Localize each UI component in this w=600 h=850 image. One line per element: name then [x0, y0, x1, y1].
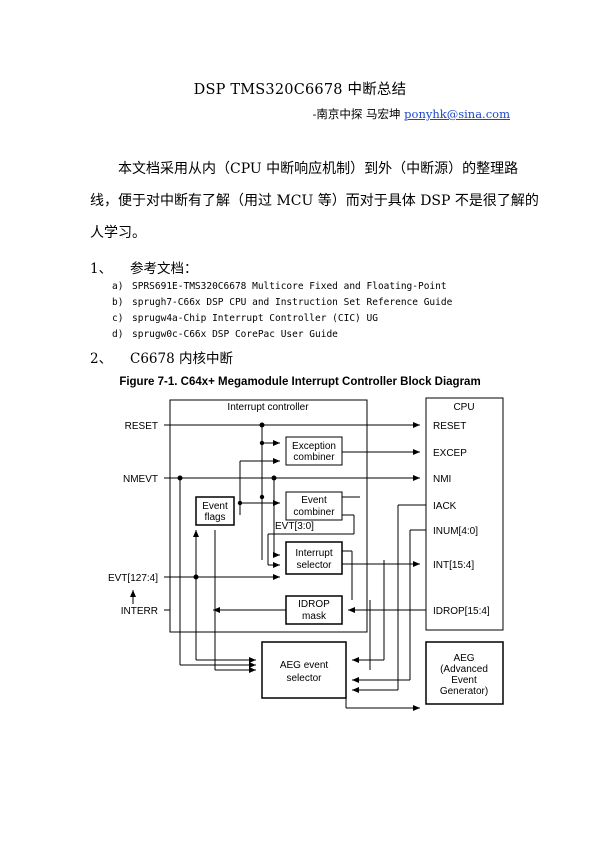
reference-item: c) sprugw4a-Chip Interrupt Controller (CI…	[112, 313, 378, 324]
section-number: 2、	[90, 351, 113, 367]
cpu-port-excep: EXCEP	[433, 448, 467, 459]
event-flags-label-line2: flags	[204, 512, 225, 523]
event-flags-label-line1: Event	[202, 501, 228, 512]
cpu-port-nmi: NMI	[433, 474, 451, 485]
section-title: 参考文档：	[130, 261, 198, 277]
exception-combiner-label-line1: Exception	[292, 441, 336, 452]
event-combiner-label-line1: Event	[301, 495, 327, 506]
idrop-mask-label-line1: IDROP	[298, 599, 330, 610]
reference-text: sprugw0c-C66x DSP CorePac User Guide	[132, 329, 338, 340]
reference-label: d)	[112, 329, 124, 340]
interrupt-controller-label: Interrupt controller	[227, 402, 309, 413]
exception-combiner-box	[285, 436, 343, 466]
cpu-port-int: INT[15:4]	[433, 560, 474, 571]
figure-caption: Figure 7-1. C64x+ Megamodule Interrupt C…	[119, 376, 481, 388]
author-email-link[interactable]: ponyhk@sina.com	[404, 107, 510, 121]
interrupt-controller-box	[169, 399, 368, 633]
cpu-port-idrop: IDROP[15:4]	[433, 606, 490, 617]
idrop-mask-label-line2: mask	[302, 611, 327, 622]
intro-paragraph-line-2: 线，便于对中断有了解（用过 MCU 等）而对于具体 DSP 不是很了解的	[90, 193, 539, 209]
document-title: DSP TMS320C6678 中断总结	[193, 82, 407, 98]
interrupt-selector-label-line1: Interrupt	[295, 548, 332, 559]
cpu-port-iack: IACK	[433, 501, 457, 512]
intro-paragraph-line-1: 本文档采用从内（CPU 中断响应机制）到外（中断源）的整理路	[118, 161, 519, 177]
event-flags-box	[195, 496, 235, 526]
interrupt-selector-box	[285, 541, 343, 575]
event-combiner-box	[285, 491, 343, 521]
interrupt-selector-label-line2: selector	[296, 560, 332, 571]
aeg-label-line3: Event	[451, 675, 477, 686]
aeg-label-line2: (Advanced	[440, 664, 488, 675]
section-title: C6678 内核中断	[130, 351, 233, 367]
reference-text: sprugh7-C66x DSP CPU and Instruction Set…	[132, 297, 453, 308]
cpu-box	[425, 397, 504, 631]
reference-item: b) sprugh7-C66x DSP CPU and Instruction S…	[112, 297, 452, 308]
input-nmevt-label: NMEVT	[123, 474, 158, 485]
input-reset-label: RESET	[125, 421, 158, 432]
aeg-selector-box	[261, 641, 347, 699]
reference-label: b)	[112, 297, 124, 308]
section-number: 1、	[90, 261, 113, 277]
reference-item: a) SPRS691E-TMS320C6678 Multicore Fixed a…	[112, 281, 447, 292]
aeg-selector-label-line1: AEG event	[280, 660, 329, 671]
input-evt-label: EVT[127:4]	[108, 573, 158, 584]
cpu-port-inum: INUM[4:0]	[433, 526, 478, 537]
aeg-label-line4: Generator)	[440, 686, 488, 697]
evt-bus-label: EVT[3:0]	[275, 521, 314, 532]
section-heading-c6678-interrupt: 2、 C6678 内核中断	[90, 347, 233, 367]
author-name: -南京中探 马宏坤	[312, 107, 405, 121]
cpu-port-reset: RESET	[433, 421, 466, 432]
exception-combiner-label-line2: combiner	[293, 452, 335, 463]
intro-paragraph-line-3: 人学习。	[90, 225, 146, 241]
aeg-label-line1: AEG	[453, 653, 474, 664]
reference-text: sprugw4a-Chip Interrupt Controller (CIC)…	[132, 313, 378, 324]
author-line: -南京中探 马宏坤 ponyhk@sina.com	[312, 106, 510, 122]
section-heading-references: 1、 参考文档：	[90, 257, 198, 277]
reference-label: a)	[112, 281, 124, 292]
cpu-label: CPU	[453, 402, 474, 413]
aeg-selector-label-line2: selector	[286, 673, 322, 684]
junction-dots	[177, 422, 277, 580]
aeg-box	[425, 641, 504, 705]
reference-text: SPRS691E-TMS320C6678 Multicore Fixed and…	[132, 281, 447, 292]
input-interr-label: INTERR	[121, 606, 158, 617]
event-combiner-label-line2: combiner	[293, 507, 335, 518]
reference-label: c)	[112, 313, 124, 324]
reference-item: d) sprugw0c-C66x DSP CorePac User Guide	[112, 329, 338, 340]
